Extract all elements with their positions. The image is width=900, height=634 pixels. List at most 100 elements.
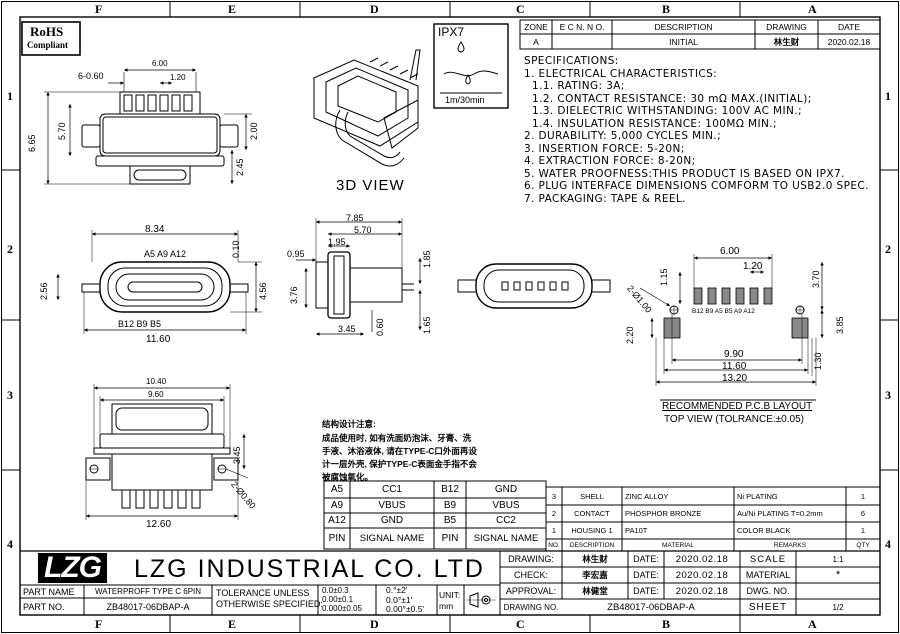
rohs-compliant: Compliant <box>27 40 69 50</box>
design-note-title: 结构设计注意: <box>322 419 376 429</box>
dim-text: 0.60 <box>375 318 385 336</box>
pin-labels-bottom: B12 B9 B5 <box>118 319 162 329</box>
dim-text: 6.00 <box>152 59 168 68</box>
bom-header-material: MATERIAL <box>661 541 695 549</box>
dim-text: 3.45 <box>232 446 242 464</box>
signal-cell: VBUS <box>492 500 520 511</box>
spec-line: 2. DURABILITY: 5,000 CYCLES MIN.; <box>524 130 722 142</box>
scale-label: SCALE <box>749 553 787 565</box>
dim-text: 6.65 <box>27 134 37 152</box>
zone-letter: E <box>228 2 237 16</box>
bom-no: 3 <box>551 491 557 501</box>
approval-label: APPROVAL: <box>505 586 557 596</box>
rev-header-description: DESCRIPTION <box>654 22 713 32</box>
dwg-no-label: DWG. NO. <box>746 586 790 596</box>
dim-text: 8.34 <box>145 224 165 235</box>
zone-letter: B <box>662 617 671 631</box>
date-label: DATE: <box>633 554 659 564</box>
dim-text: 3.85 <box>835 316 845 334</box>
company-name: LZG INDUSTRIAL CO. LTD <box>134 555 485 583</box>
bom-remarks: Au/Ni PLATING T=0.2mm <box>737 509 823 518</box>
tolerance-label: TOLERANCE UNLESS <box>216 588 310 598</box>
specs-title: SPECIFICATIONS: <box>524 55 619 67</box>
zone-letter: C <box>516 617 525 631</box>
drawing-no-label: DRAWING NO. <box>503 602 559 612</box>
part-name-value: WATERPROFF TYPE C 6PIN <box>94 587 202 596</box>
tolerance-angular: 0.00°±0.5' <box>386 604 425 614</box>
tolerance-linear: 0.00±0.1 <box>322 595 354 604</box>
date-label: DATE: <box>633 570 659 580</box>
unit-value: mm <box>439 601 454 611</box>
bom-qty: 1 <box>860 491 866 501</box>
signal-cell: CC2 <box>495 515 516 526</box>
dim-text: 1.20 <box>170 73 186 82</box>
material-value: * <box>835 569 841 581</box>
zone-number: 3 <box>885 388 891 402</box>
bom-desc: HOUSING 1 <box>571 526 613 535</box>
rev-header-drawing: DRAWING <box>766 22 807 32</box>
rev-description: INITIAL <box>669 36 698 47</box>
dim-text: 1.30 <box>813 352 823 370</box>
dim-text: 5.70 <box>57 122 67 140</box>
dim-text: 1.65 <box>422 316 432 334</box>
dim-text: 11.60 <box>722 361 747 372</box>
zone-number: 4 <box>7 537 13 551</box>
design-note-line: 手液、沐浴液体, 请在TYPE-C口外面再设 <box>322 446 477 456</box>
spec-line: 7. PACKAGING: TAPE & REEL. <box>524 192 686 205</box>
rohs-label: RoHS <box>30 24 64 39</box>
rev-date: 2020.02.18 <box>827 36 871 47</box>
pin-cell: A9 <box>330 500 344 511</box>
bom-qty: 1 <box>860 526 866 535</box>
rev-header-date: DATE <box>837 22 861 32</box>
check-value: 李宏嘉 <box>582 570 608 580</box>
spec-line: 1.2. CONTACT RESISTANCE: 30 mΩ MAX.(INIT… <box>532 92 812 105</box>
check-label: CHECK: <box>513 570 548 580</box>
dim-text: 12.60 <box>146 519 172 530</box>
bom-remarks: COLOR BLACK <box>737 526 791 535</box>
zone-letter: A <box>808 2 817 16</box>
drawing-value: 林生财 <box>582 554 608 564</box>
dim-text: 4.56 <box>258 282 268 300</box>
bom-header-no: NO. <box>548 541 560 549</box>
signal-cell: CC1 <box>381 484 402 495</box>
pcb-layout-title: RECOMMENDED P.C.B LAYOUT <box>662 401 813 412</box>
pin-cell: B9 <box>443 500 457 511</box>
zone-letter: F <box>95 617 103 631</box>
pin-cell: B5 <box>443 515 457 526</box>
zone-letter: E <box>228 617 237 631</box>
bom-desc: SHELL <box>580 491 604 501</box>
signal-cell: GND <box>494 484 518 495</box>
pcb-layout-subtitle: TOP VIEW (TOLRANCE:±0.05) <box>664 414 804 425</box>
spec-line: 1. ELECTRICAL CHARACTERISTICS: <box>524 67 718 80</box>
bom-qty: 6 <box>860 509 866 518</box>
dim-text: 3.76 <box>289 286 299 304</box>
pcb-pin-labels: B12 B9 A5 B5 A9 A12 <box>692 308 755 315</box>
zone-letter: D <box>370 2 379 16</box>
zone-number: 2 <box>885 242 891 256</box>
part-no-label: PART NO. <box>23 601 65 612</box>
signal-cell: GND <box>380 515 404 526</box>
dim-text: 3.45 <box>338 324 356 334</box>
spec-line: 1.3. DIELECTRIC WITHSTANDING: 100V AC MI… <box>532 105 802 117</box>
dim-text: 9.90 <box>724 349 744 360</box>
dim-text: 0.10 <box>231 240 241 258</box>
rev-zone: A <box>533 36 539 47</box>
part-name-label: PART NAME <box>23 586 75 597</box>
zone-letter: D <box>370 617 379 631</box>
rev-header-zone: ZONE <box>524 22 548 32</box>
sheet-value: 1/2 <box>832 602 844 612</box>
scale-value: 1:1 <box>832 554 844 564</box>
dim-text: 0.95 <box>287 249 305 259</box>
dim-text: 2.45 <box>235 158 245 176</box>
dim-text: 13.20 <box>722 373 748 384</box>
rev-header-ecn: E C N. N O. <box>559 22 605 32</box>
part-no-value: ZB48017-06DBAP-A <box>106 601 190 612</box>
tolerance-angular: 0.0°±1' <box>386 595 413 605</box>
tolerance-linear: 0.000±0.05 <box>322 604 362 613</box>
drawing-no-value: ZB48017-06DBAP-A <box>607 601 695 613</box>
spec-line: 3. INSERTION FORCE: 5-20N; <box>524 142 685 155</box>
ipx-depth: 1m/30min <box>445 95 485 105</box>
design-note-line: 被腐蚀氧化。 <box>322 472 374 482</box>
drawing-label: DRAWING: <box>508 554 554 564</box>
